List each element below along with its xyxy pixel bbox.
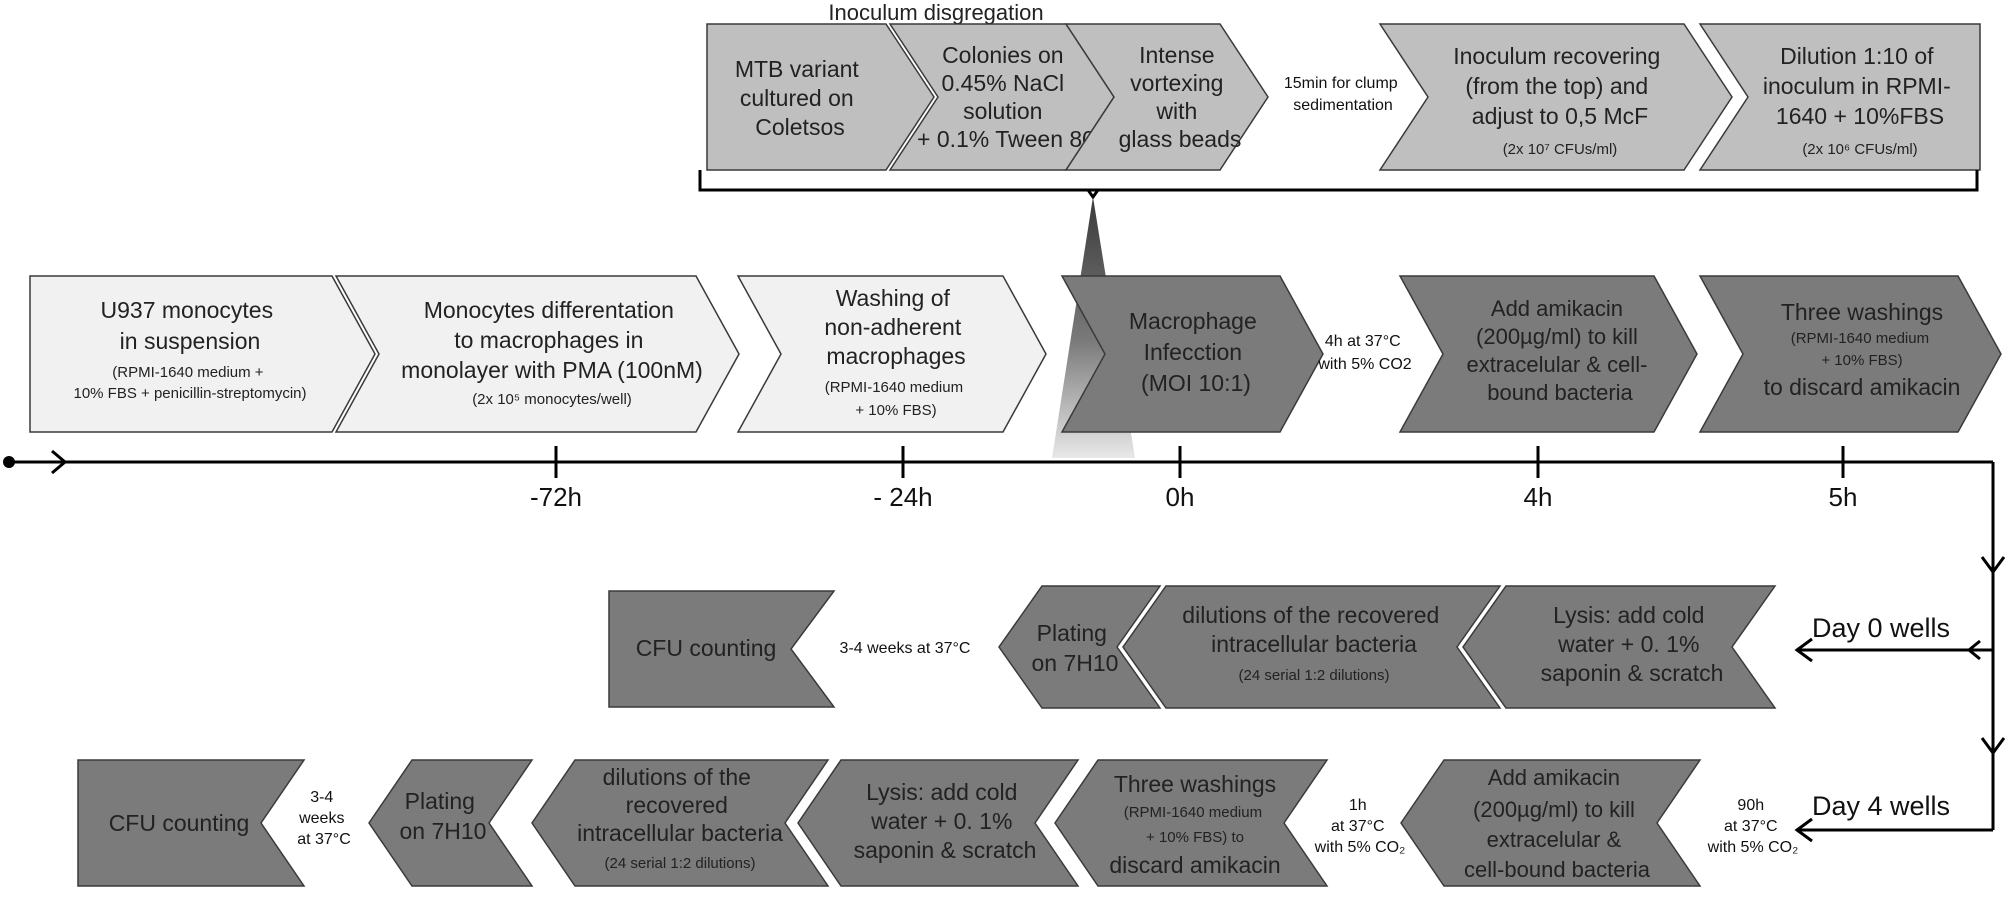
day4-cfu-step (77, 759, 306, 887)
inoculum-step-4-sub: (2x 10⁷ CFUs/ml) (1503, 141, 1618, 158)
timeline-step-6-sub: (RPMI-1640 medium + 10% FBS) (1791, 330, 1934, 369)
timeline-step-2 (334, 275, 740, 433)
tick-label-5h: 5h (1829, 482, 1858, 512)
day0-branch-arrow (1794, 637, 1813, 663)
day0-dilution-text: dilutions of the recovered intracellular… (1182, 602, 1445, 657)
day4-lysis-text: Lysis: add cold water + 0. 1% saponin & … (854, 779, 1037, 863)
timeline-axis: -72h - 24h 0h 4h 5h Day 0 wells Day 4 we… (3, 446, 2006, 843)
timeline-step-1 (29, 275, 376, 433)
axis-down-arrow-1 (1980, 556, 2006, 575)
inoculum-step-1 (706, 23, 935, 171)
timeline-step-1-sub: (RPMI-1640 medium + 10% FBS + penicillin… (73, 364, 306, 402)
day0-dilution-step (1122, 585, 1502, 709)
day4-washing-step (1054, 759, 1329, 887)
day0-dilution-sub: (24 serial 1:2 dilutions) (1239, 667, 1390, 684)
tick-label-0h: 0h (1166, 482, 1195, 512)
day0-label: Day 0 wells (1812, 613, 1950, 643)
timeline-step-6 (1698, 275, 2002, 433)
timeline-step-4-text: Macrophage Infecction (MOI 10:1) (1129, 308, 1263, 396)
infection-note: 4h at 37°C with 5% CO2 (1317, 333, 1411, 373)
timeline-step-5 (1398, 275, 1698, 433)
day4-cfu-text: CFU counting (109, 810, 250, 836)
axis-down-arrow-2 (1980, 737, 2006, 756)
inoculum-brace (698, 170, 1979, 200)
inoculum-step-5 (1698, 23, 1981, 171)
tick-label-4h: 4h (1524, 482, 1553, 512)
day4-row: 90h at 37°C with 5% CO₂ Add amikacin (20… (77, 759, 1799, 887)
day0-row: Lysis: add cold water + 0. 1% saponin & … (608, 585, 1777, 709)
day4-label: Day 4 wells (1812, 791, 1950, 821)
inoculum-step-4 (1378, 23, 1733, 171)
inoculum-step-3-text: Intense vortexing with glass beads (1119, 42, 1242, 152)
timeline-step-6-text: Three washings (1781, 299, 1943, 325)
timeline-step-5-text: Add amikacin (200µg/ml) to kill extracel… (1466, 296, 1653, 405)
timeline-step-4 (1060, 275, 1324, 433)
timeline-step-1-text: U937 monocytes in suspension (101, 297, 280, 354)
day0-lysis-text: Lysis: add cold water + 0. 1% saponin & … (1541, 602, 1724, 686)
axis-start-arrow (51, 449, 68, 475)
sedimentation-note: 15min for clump sedimentation (1284, 75, 1402, 114)
day4-dilution-sub: (24 serial 1:2 dilutions) (605, 855, 756, 872)
day4-lysis-step (797, 759, 1080, 887)
timeline-steps: U937 monocytes in suspension (RPMI-1640 … (29, 275, 2002, 433)
timeline-step-6-text-2: to discard amikacin (1764, 374, 1961, 400)
inoculum-step-5-text: Dilution 1:10 of inoculum in RPMI- 1640 … (1763, 43, 1957, 129)
day4-washing-text: Three washings (1114, 771, 1276, 797)
day4-amikacin-text: Add amikacin (200µg/ml) to kill extracel… (1464, 765, 1651, 882)
day4-weeks-note: 3-4 weeks at 37°C (297, 789, 351, 848)
inoculum-step-2-text: Colonies on 0.45% NaCl solution + 0.1% T… (917, 42, 1095, 152)
day4-1h-note: 1h at 37°C with 5% CO₂ (1314, 797, 1406, 856)
inoculum-title: Inoculum disgregation (828, 0, 1043, 25)
timeline-step-2-sub: (2x 10⁵ monocytes/well) (472, 391, 632, 408)
day4-plating-text: Plating on 7H10 (400, 788, 487, 844)
tick-label-72h: -72h (530, 482, 582, 512)
inoculum-step-3 (1064, 23, 1269, 171)
day4-dilution-text: dilutions of the recovered intracellular… (577, 764, 783, 846)
timeline-step-3-text: Washing of non-adherent macrophages (824, 285, 967, 369)
day4-plating-step (368, 759, 534, 887)
day0-cfu-step (608, 590, 836, 708)
day4-washing-text-2: discard amikacin (1109, 852, 1280, 878)
day4-90h-note: 90h at 37°C with 5% CO₂ (1707, 797, 1799, 856)
day0-plating-step (998, 585, 1162, 709)
timeline-step-3-sub: (RPMI-1640 medium + 10% FBS) (825, 379, 968, 419)
day0-lysis-step (1462, 585, 1777, 709)
day0-branch-arrow-2 (1966, 639, 1981, 661)
day4-amikacin-step (1400, 759, 1702, 887)
inoculum-step-1-text: MTB variant cultured on Coletsos (735, 56, 865, 140)
inoculum-step-4-text: Inoculum recovering (from the top) and a… (1453, 43, 1667, 129)
tick-label-24h: - 24h (873, 482, 932, 512)
day0-cfu-text: CFU counting (636, 635, 777, 661)
day0-weeks-note: 3-4 weeks at 37°C (840, 640, 971, 657)
day0-plating-text: Plating on 7H10 (1032, 620, 1119, 676)
timeline-step-3 (736, 275, 1047, 433)
day4-dilution-step (531, 759, 830, 887)
day4-branch-arrow (1794, 817, 1813, 843)
inoculum-steps: MTB variant cultured on Coletsos Colonie… (706, 23, 1981, 171)
timeline-step-2-text: Monocytes differentation to macrophages … (401, 297, 703, 383)
day4-washing-sub: (RPMI-1640 medium + 10% FBS) to (1124, 804, 1267, 846)
inoculum-step-5-sub: (2x 10⁶ CFUs/ml) (1802, 141, 1917, 158)
